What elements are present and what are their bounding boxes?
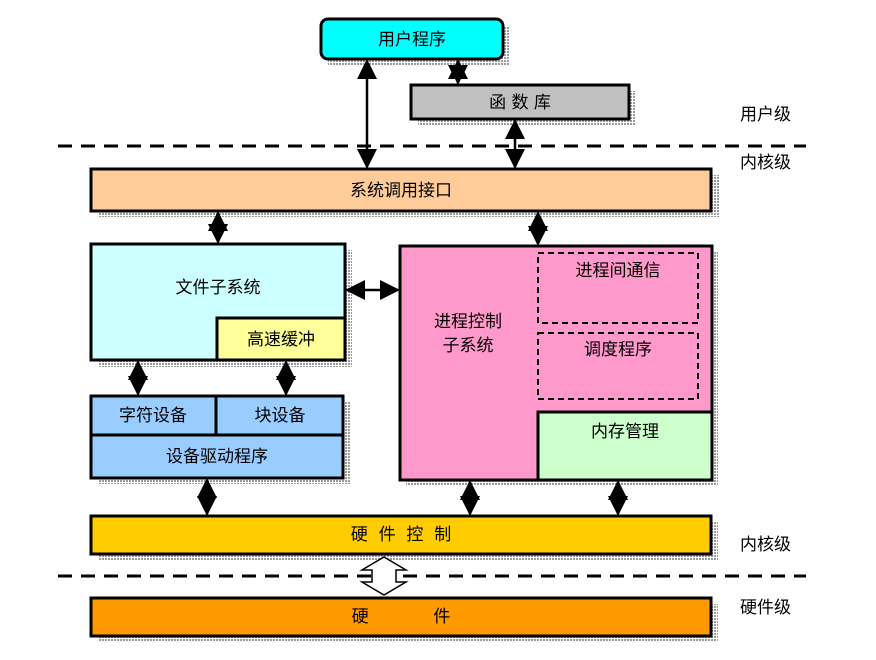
char-device-label: 字符设备 <box>119 406 187 426</box>
ipc-box <box>537 252 699 324</box>
hardware-box <box>89 596 713 638</box>
syscall-interface-box <box>89 167 713 213</box>
user-program-label: 用户程序 <box>378 30 446 50</box>
connection-arrows <box>128 59 628 516</box>
hollow-double-arrow <box>359 556 409 596</box>
hardware-control-label: 硬 件 控 制 <box>351 525 451 545</box>
hardware-label: 硬 件 <box>352 607 451 627</box>
buffer-cache-label: 高速缓冲 <box>247 330 315 350</box>
hardware-control-box <box>89 514 713 556</box>
device-driver-label: 设备驱动程序 <box>166 447 268 467</box>
scheduler-label: 调度程序 <box>584 340 652 360</box>
process-control-label-line1: 进程控制 <box>434 312 502 332</box>
block-device-label: 块设备 <box>255 406 306 426</box>
function-library-box <box>409 83 631 121</box>
function-library-label: 函 数 库 <box>489 93 551 113</box>
user-program-box <box>319 17 505 61</box>
level-label-hardware: 硬件级 <box>740 598 791 618</box>
level-label-user: 用户级 <box>740 105 791 125</box>
syscall-interface-label: 系统调用接口 <box>350 181 452 201</box>
file-subsystem-label: 文件子系统 <box>176 278 261 298</box>
memory-management-label: 内存管理 <box>591 422 659 442</box>
buffer-cache-box <box>215 316 347 362</box>
level-label-kernel-bottom: 内核级 <box>740 535 791 555</box>
scheduler-box <box>537 332 699 400</box>
level-label-kernel-top: 内核级 <box>740 153 791 173</box>
memory-management-box <box>536 410 714 482</box>
process-control-label-line2: 子系统 <box>443 336 494 356</box>
ipc-label: 进程间通信 <box>576 261 661 281</box>
